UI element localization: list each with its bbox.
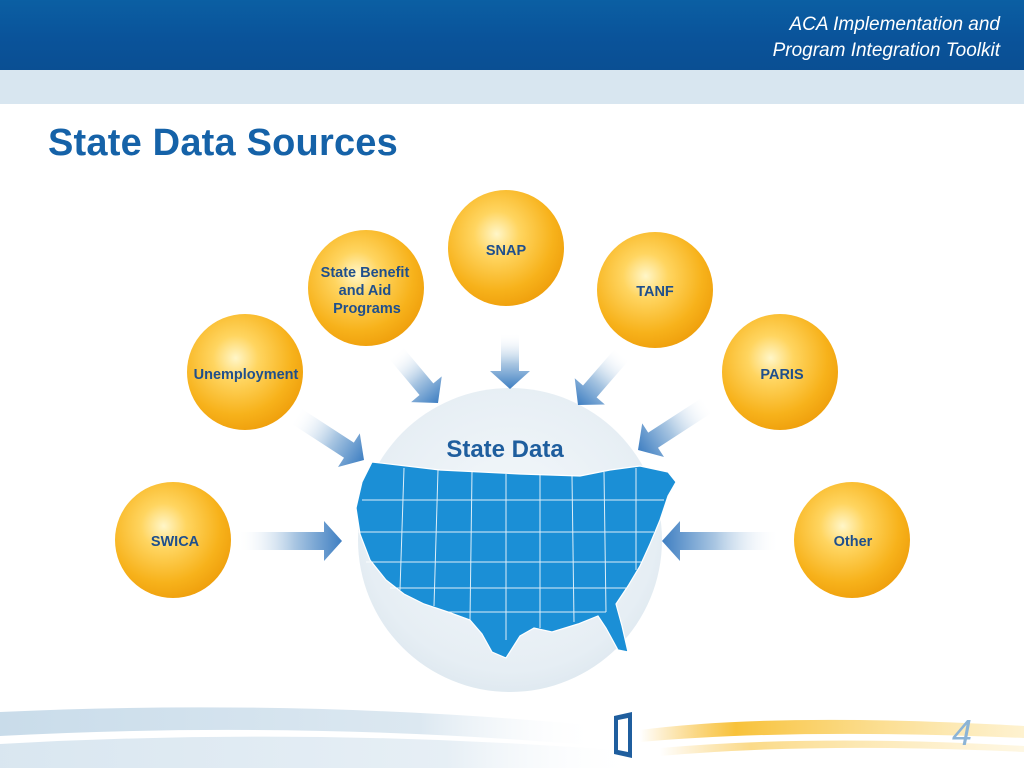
label-line: State Benefit [321, 265, 410, 281]
arrow-from-unemployment [290, 407, 364, 467]
source-circle [722, 314, 838, 430]
door-logo-icon [614, 712, 632, 758]
arrow-from-snap [490, 333, 530, 389]
label-line: Unemployment [194, 367, 299, 383]
source-label-paris: PARIS [760, 367, 804, 383]
source-circle [115, 482, 231, 598]
center-label: State Data [446, 436, 564, 463]
source-label-state-benefit: State Benefit and Aid Programs [321, 265, 414, 317]
source-label-unemployment: Unemployment [194, 367, 299, 383]
arrow-from-state-benefit [388, 346, 442, 403]
source-snap: SNAP [448, 190, 564, 306]
us-map-icon [355, 461, 677, 659]
source-label-snap: SNAP [486, 243, 527, 259]
arrow-from-tanf [574, 347, 630, 405]
page-number: 4 [951, 712, 972, 753]
source-circle [597, 232, 713, 348]
toolkit-title-line-1: ACA Implementation and [789, 14, 1000, 35]
source-state-benefit: State Benefit and Aid Programs [308, 230, 424, 346]
source-swica: SWICA [115, 482, 231, 598]
source-tanf: TANF [597, 232, 713, 348]
arrow-from-other [662, 521, 780, 561]
label-line: PARIS [760, 367, 804, 383]
source-circle [187, 314, 303, 430]
label-line: SWICA [151, 534, 200, 550]
slide-title: State Data Sources [48, 122, 398, 164]
toolkit-title-line-2: Program Integration Toolkit [772, 40, 1000, 61]
source-circle [794, 482, 910, 598]
arrow-from-paris [638, 396, 714, 457]
footer-waves [0, 707, 1024, 768]
source-circle [308, 230, 424, 346]
source-unemployment: Unemployment [187, 314, 303, 430]
label-line: Other [834, 534, 873, 550]
source-other: Other [794, 482, 910, 598]
source-label-other: Other [834, 534, 873, 550]
arrows [237, 333, 780, 561]
source-paris: PARIS [722, 314, 838, 430]
subheader-band [0, 70, 1024, 104]
arrow-from-swica [237, 521, 342, 561]
label-line: TANF [636, 284, 674, 300]
source-label-swica: SWICA [151, 534, 200, 550]
header-band [0, 0, 1024, 70]
toolkit-title: ACA Implementation and Program Integrati… [580, 12, 1000, 64]
source-label-tanf: TANF [636, 284, 674, 300]
source-circle [448, 190, 564, 306]
label-line: Programs [333, 301, 401, 317]
label-line: SNAP [486, 243, 527, 259]
label-line: and Aid [339, 283, 392, 299]
